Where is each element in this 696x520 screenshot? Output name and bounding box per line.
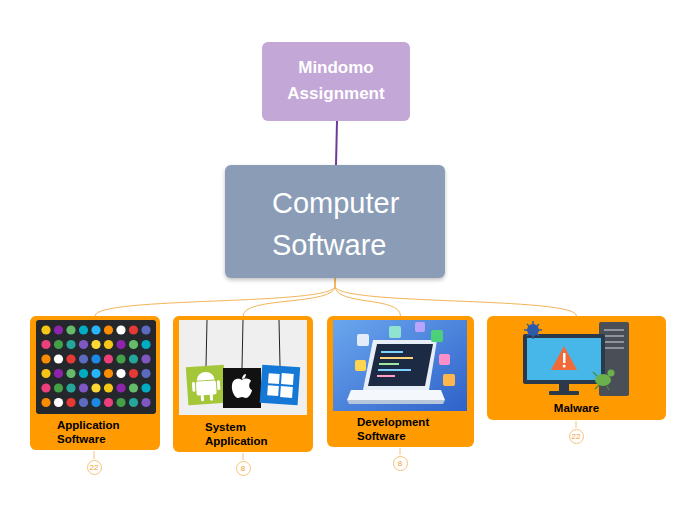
root-box: Mindomo Assignment <box>262 42 410 121</box>
category-box: System Application <box>173 316 313 452</box>
connector <box>335 278 577 316</box>
node-text: Development Software <box>357 415 468 443</box>
app-icons-illustration <box>36 320 156 414</box>
callout-number: 8 <box>393 456 408 471</box>
os-tags-illustration <box>179 320 307 415</box>
topic-box: Computer Software <box>225 165 445 278</box>
connector <box>95 278 335 316</box>
node-text: Mindomo Assignment <box>270 55 402 107</box>
node-text: Malware <box>495 401 658 415</box>
connector <box>335 278 401 316</box>
callout-number: 22 <box>87 460 102 475</box>
developer-laptop-illustration <box>333 320 467 411</box>
callout-number: 8 <box>236 461 251 476</box>
node-text: Application Software <box>57 418 154 446</box>
callout-number: 22 <box>569 429 584 444</box>
category-box: Development Software <box>327 316 474 447</box>
connector <box>336 121 337 165</box>
connector <box>243 278 335 316</box>
malware-computer-illustration <box>521 320 631 398</box>
category-box: Malware <box>487 316 666 420</box>
category-box: Application Software <box>30 316 160 450</box>
node-text: Computer Software <box>272 182 437 266</box>
node-text: System Application <box>205 420 307 448</box>
